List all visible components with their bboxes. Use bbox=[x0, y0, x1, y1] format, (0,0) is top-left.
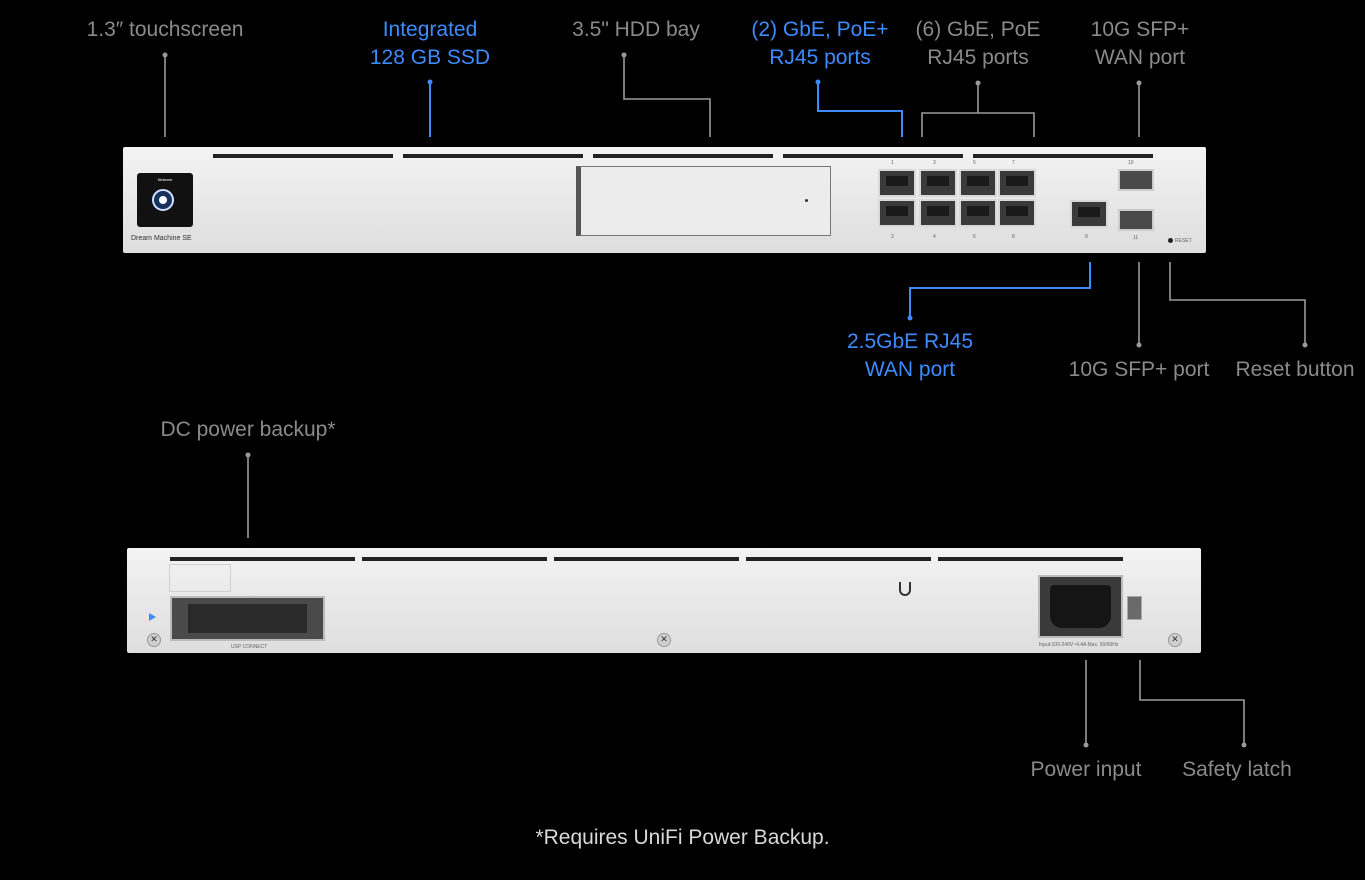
vent-slot bbox=[746, 557, 931, 561]
vent-slot bbox=[554, 557, 739, 561]
footnote: *Requires UniFi Power Backup. bbox=[535, 826, 830, 849]
port-number: 1 bbox=[891, 160, 894, 166]
rj45-port-6[interactable] bbox=[959, 199, 997, 227]
rj45-port-2[interactable] bbox=[878, 199, 916, 227]
rj45-port-9-wan[interactable] bbox=[1070, 200, 1108, 228]
power-input-socket[interactable] bbox=[1038, 575, 1123, 638]
label-touchscreen: 1.3″ touchscreen bbox=[86, 18, 244, 41]
label-power-input: Power input bbox=[1030, 758, 1142, 781]
reset-button[interactable] bbox=[1168, 238, 1173, 243]
dc-power-connector[interactable] bbox=[170, 596, 325, 641]
safety-latch[interactable] bbox=[1127, 596, 1142, 620]
screw-icon: ✕ bbox=[657, 633, 671, 647]
model-name: Dream Machine SE bbox=[131, 235, 192, 242]
label-poe-plus-ports: (2) GbE, PoE+RJ45 ports bbox=[751, 18, 889, 69]
port-number: 10 bbox=[1128, 160, 1134, 166]
label-sfp-wan: 10G SFP+WAN port bbox=[1090, 18, 1190, 69]
label-hdd-bay: 3.5" HDD bay bbox=[572, 18, 700, 41]
rj45-port-8[interactable] bbox=[998, 199, 1036, 227]
screw-icon: ✕ bbox=[1168, 633, 1182, 647]
vent-slot bbox=[973, 154, 1153, 158]
vent-slot bbox=[938, 557, 1123, 561]
ubiquiti-logo-icon bbox=[899, 582, 911, 596]
unifi-ring-icon bbox=[152, 189, 174, 211]
power-rating: Input:100-240V~4.4A Max. 50/60Hz bbox=[1039, 642, 1119, 648]
screen-title: Network bbox=[157, 177, 173, 182]
rj45-port-4[interactable] bbox=[919, 199, 957, 227]
reset-label: RESET bbox=[1175, 238, 1192, 244]
rj45-port-5[interactable] bbox=[959, 169, 997, 197]
hdd-bay[interactable] bbox=[576, 166, 831, 236]
label-dc-power: DC power backup* bbox=[160, 418, 336, 441]
vent-slot bbox=[213, 154, 393, 158]
port-number: 2 bbox=[891, 234, 894, 240]
port-number: 6 bbox=[973, 234, 976, 240]
rj45-port-1[interactable] bbox=[878, 169, 916, 197]
port-number: 7 bbox=[1012, 160, 1015, 166]
label-safety-latch: Safety latch bbox=[1182, 758, 1292, 781]
rj45-port-3[interactable] bbox=[919, 169, 957, 197]
label-reset-button: Reset button bbox=[1235, 358, 1355, 381]
front-panel: Network Dream Machine SE 1 3 5 7 2 4 6 8… bbox=[123, 147, 1206, 253]
port-number: 4 bbox=[933, 234, 936, 240]
port-number: 5 bbox=[973, 160, 976, 166]
label-sticker bbox=[169, 564, 231, 592]
rj45-port-7[interactable] bbox=[998, 169, 1036, 197]
vent-slot bbox=[170, 557, 355, 561]
sfp-port-10[interactable] bbox=[1118, 169, 1154, 191]
regulatory-label bbox=[897, 580, 1012, 636]
usp-connect-label: USP CONNECT bbox=[231, 644, 268, 650]
vent-slot bbox=[783, 154, 963, 158]
label-sfp-port: 10G SFP+ port bbox=[1068, 358, 1210, 381]
rear-panel: USP CONNECT ✕ ✕ ✕ Input:100-240V~4.4A Ma… bbox=[127, 548, 1201, 653]
vent-slot bbox=[362, 557, 547, 561]
status-led-icon bbox=[149, 613, 156, 621]
vent-slot bbox=[403, 154, 583, 158]
screw-icon: ✕ bbox=[147, 633, 161, 647]
sfp-port-11[interactable] bbox=[1118, 209, 1154, 231]
port-number: 9 bbox=[1085, 234, 1088, 240]
touchscreen-display[interactable]: Network bbox=[137, 173, 193, 227]
port-number: 3 bbox=[933, 160, 936, 166]
vent-slot bbox=[593, 154, 773, 158]
port-number: 8 bbox=[1012, 234, 1015, 240]
port-number: 11 bbox=[1133, 235, 1139, 241]
